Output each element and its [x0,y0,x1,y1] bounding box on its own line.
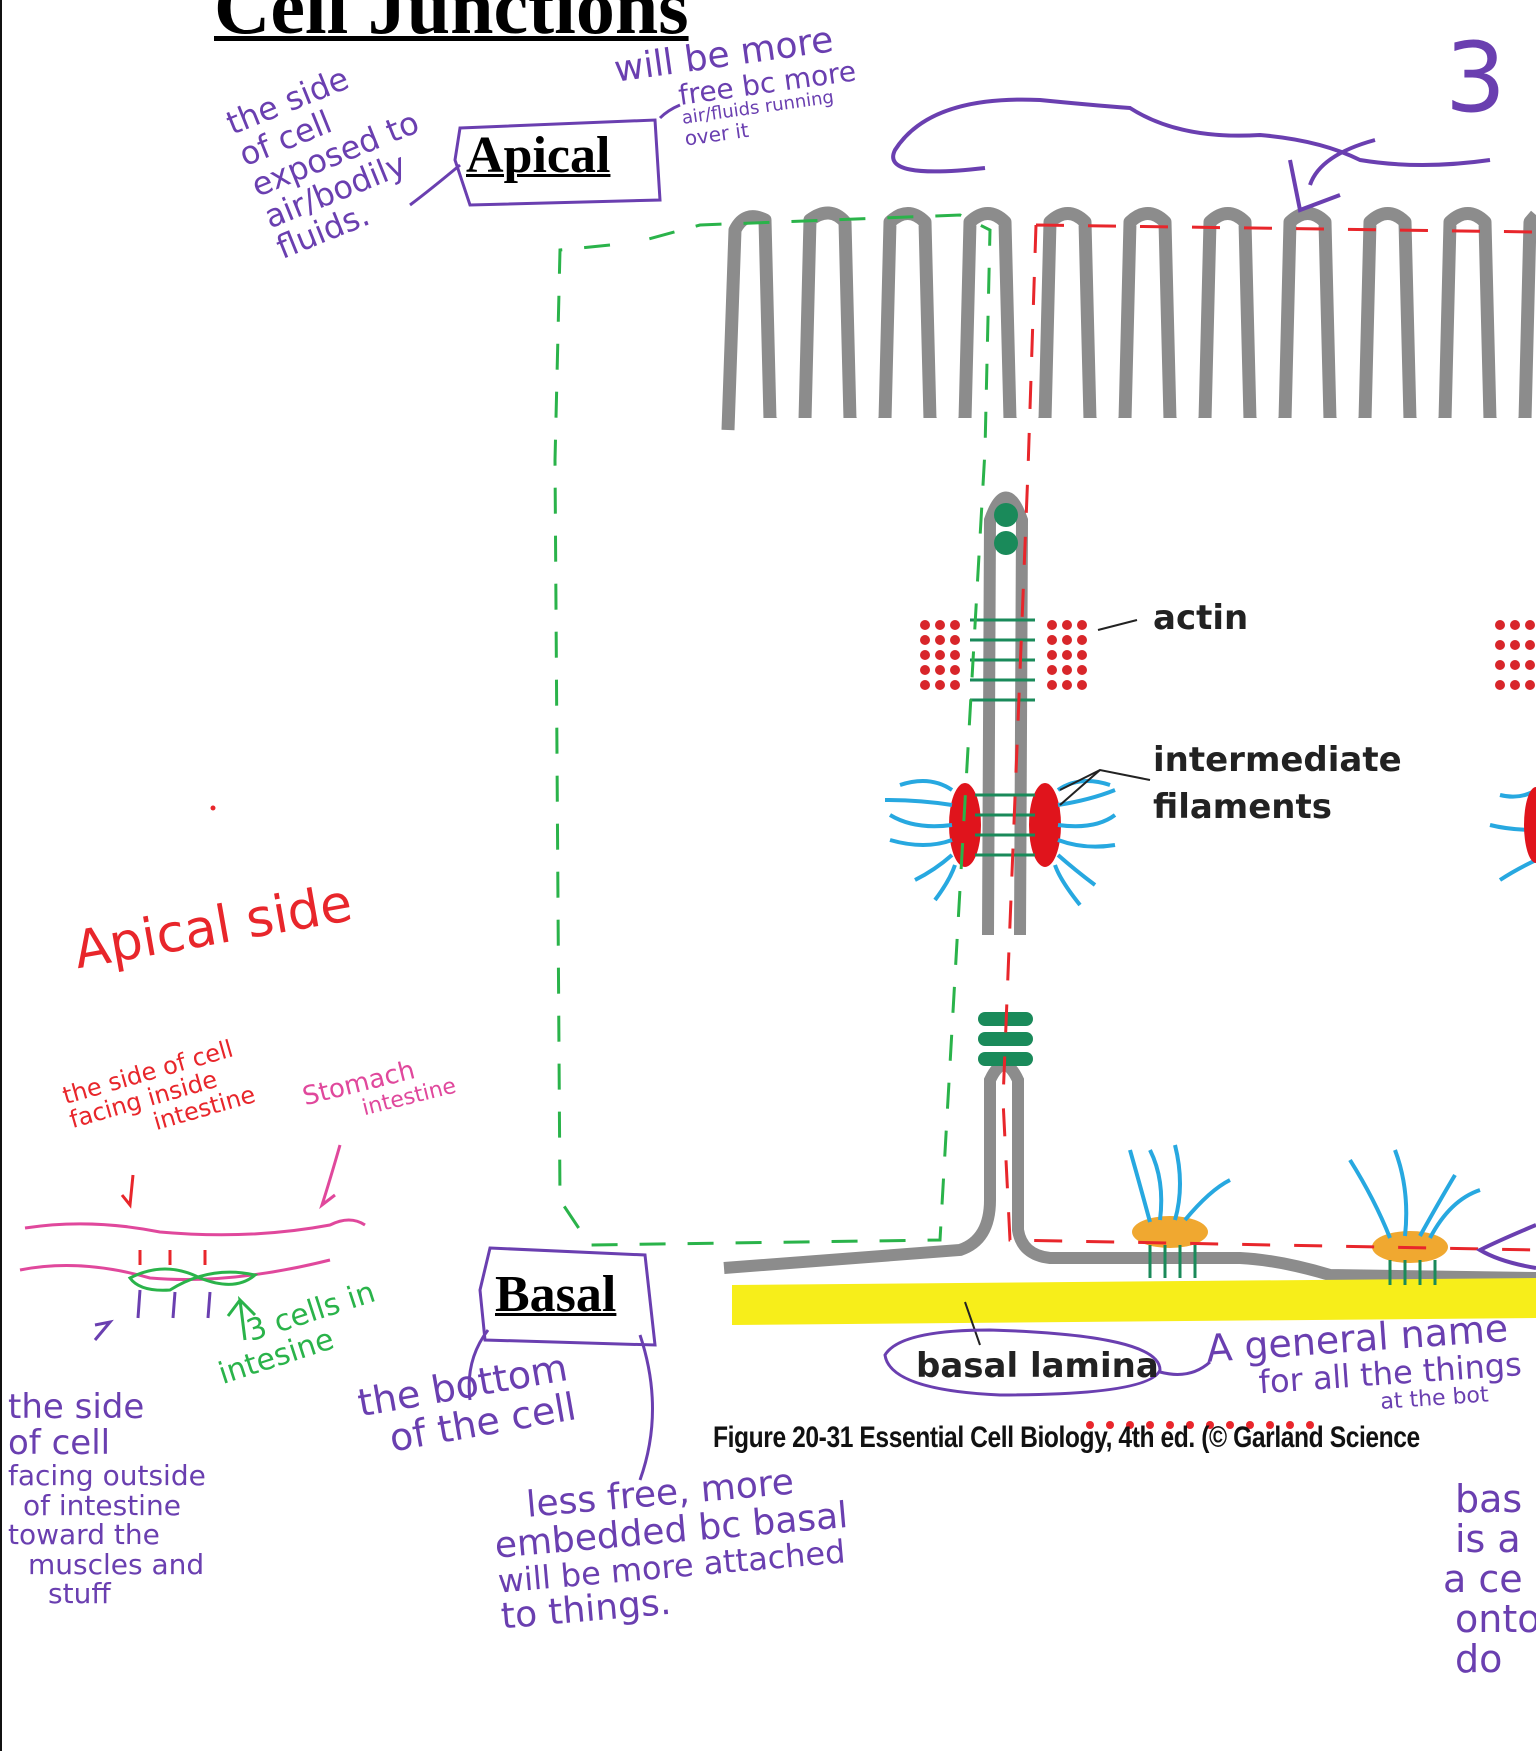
intermediate-label-2: filaments [1153,787,1332,827]
left-border [0,0,2,1751]
apical-label: Apical [466,127,611,184]
basal-label: Basal [495,1266,617,1323]
lateral-membrane [982,491,1029,936]
basal-lamina-band [732,1278,1536,1325]
page-title: Cell Junctions [214,0,689,50]
lateral-membrane-lower [723,1059,1536,1284]
intermediate-label-1: intermediate [1153,740,1402,780]
actin-dots [920,620,1535,690]
intermediate-filaments [884,779,1536,907]
basal-right-note: bas is a a ce onto do [1443,1477,1536,1681]
side-outside-note: the side of cell facing outside of intes… [8,1387,206,1610]
red-dashed-box [1001,223,1536,1252]
number-three-note: 3 [1445,22,1507,134]
actin-label: actin [1153,598,1249,638]
adherens-lines [970,618,1035,702]
green-dashed-box [553,213,992,1247]
basal-lamina-label: basal lamina [916,1346,1159,1386]
figure-caption: Figure 20-31 Essential Cell Biology, 4th… [713,1421,1420,1454]
less-free-note: less free, more embedded bc basal will b… [493,1461,850,1638]
